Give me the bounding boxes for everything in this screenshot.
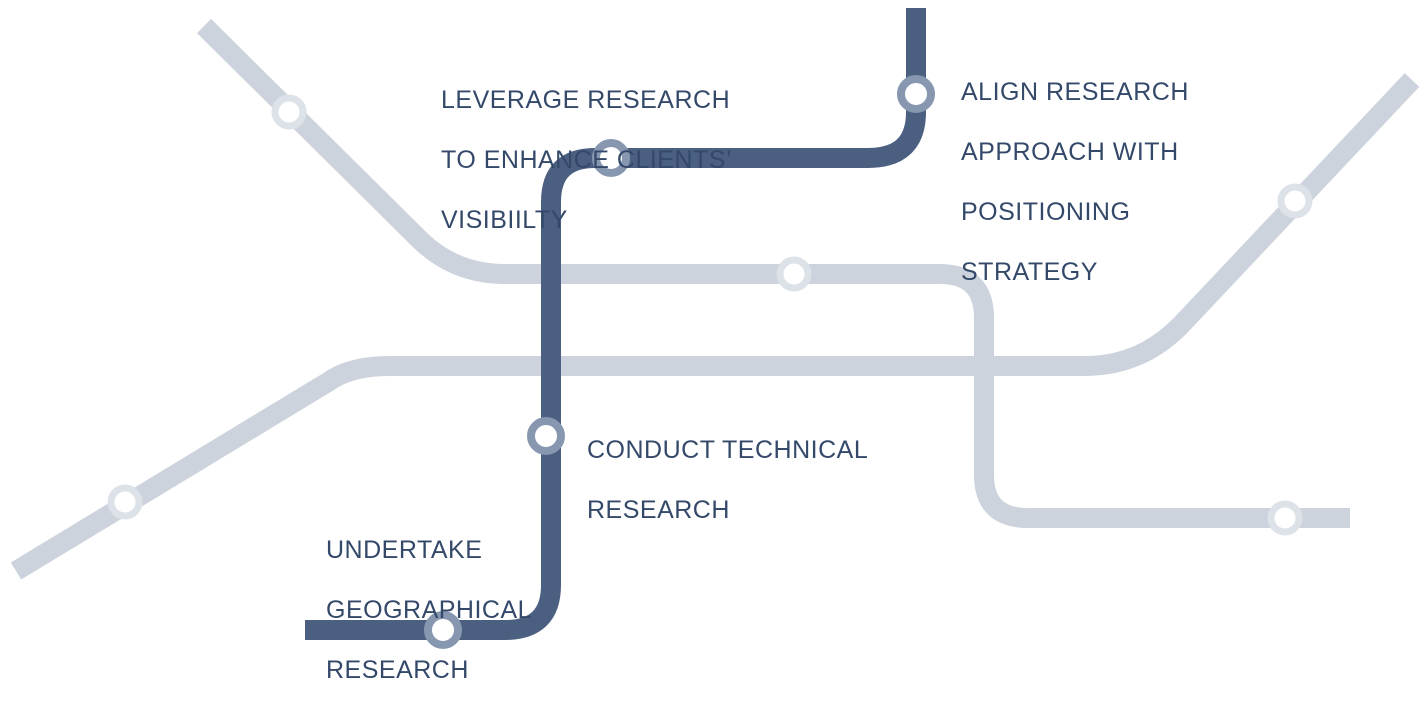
station-leverage-research (592, 139, 630, 177)
background-station (776, 256, 812, 292)
station-label-leverage-research: LEVERAGE RESEARCH TO ENHANCE CLIENTS’ VI… (441, 55, 732, 265)
background-line-crossing-route (10, 73, 1419, 580)
station-label-align-research-approach: ALIGN RESEARCH APPROACH WITH POSITIONING… (961, 47, 1189, 317)
label-line: ALIGN RESEARCH (961, 78, 1189, 106)
station-label-undertake-geographical-research: UNDERTAKE GEOGRAPHICAL RESEARCH (326, 505, 532, 715)
label-line: LEVERAGE RESEARCH (441, 86, 731, 114)
label-line: RESEARCH (326, 656, 469, 684)
station-label-conduct-technical-research: CONDUCT TECHNICAL RESEARCH (587, 405, 868, 555)
label-line: UNDERTAKE (326, 536, 483, 564)
station-align-research-approach (897, 75, 935, 113)
background-line-upper-route (196, 18, 1350, 528)
background-station (1267, 500, 1303, 536)
metro-route-diagram (10, 8, 1419, 649)
active-research-route-line (305, 8, 926, 640)
label-line: APPROACH WITH (961, 138, 1179, 166)
label-line: RESEARCH (587, 496, 730, 524)
label-line: CONDUCT TECHNICAL (587, 436, 869, 464)
label-line: STRATEGY (961, 258, 1098, 286)
label-line: TO ENHANCE CLIENTS’ (441, 146, 733, 174)
label-line: POSITIONING (961, 198, 1131, 226)
label-line: VISIBIILTY (441, 206, 568, 234)
background-station (1277, 183, 1313, 219)
station-undertake-geographical-research (424, 611, 462, 649)
background-station (271, 94, 307, 130)
station-conduct-technical-research (527, 417, 565, 455)
label-line: GEOGRAPHICAL (326, 596, 533, 624)
background-station (107, 484, 143, 520)
